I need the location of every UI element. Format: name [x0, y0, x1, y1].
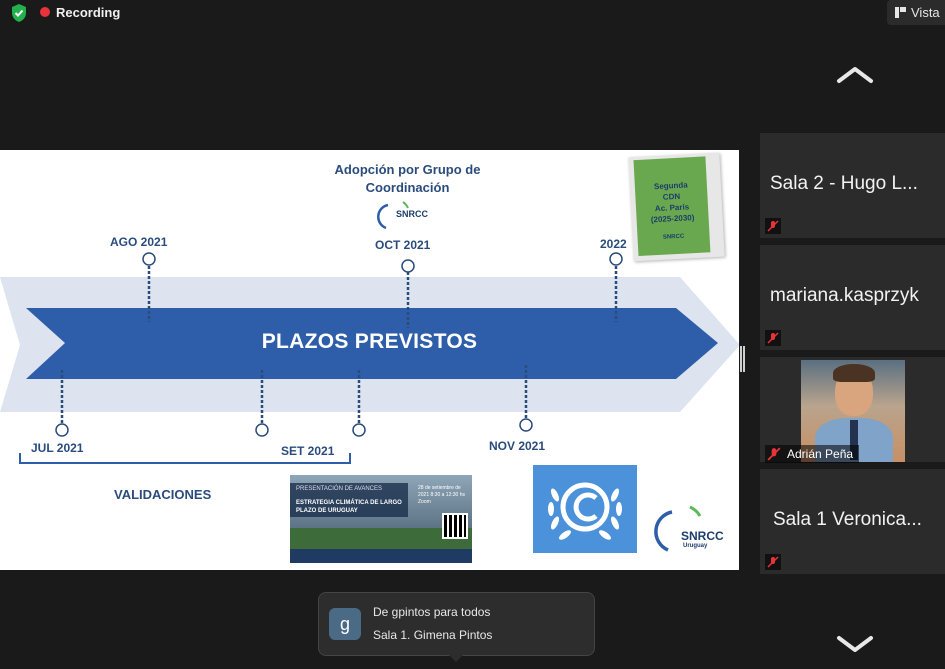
milestone-ago-2021: AGO 2021 [110, 235, 168, 249]
participant-name: mariana.kasprzyk [770, 285, 919, 306]
validations-label: VALIDACIONES [114, 487, 212, 502]
milestone-set-2021: SET 2021 [281, 444, 335, 458]
participant-video-tile[interactable]: Adrián Peña [760, 357, 945, 463]
shared-slide[interactable]: Adopción por Grupo de Coordinación SNRCC… [0, 150, 739, 570]
chat-header: De gpintos para todos [373, 605, 491, 619]
flyer-kicker: PRESENTACIÓN DE AVANCES [296, 486, 383, 492]
participant-name: Sala 2 - Hugo L... [770, 173, 918, 194]
slide-title: PLAZOS PREVISTOS [261, 330, 478, 353]
record-dot-icon [40, 7, 50, 17]
chat-avatar: g [329, 608, 361, 640]
flyer-title: ESTRATEGIA CLIMÁTICA DE LARGO PLAZO DE U… [296, 500, 402, 514]
recording-indicator[interactable]: Recording [40, 3, 120, 21]
participant-tile[interactable]: Sala 1 Veronica... [760, 469, 945, 574]
view-grid-icon [895, 7, 906, 18]
cdn-document-thumbnail: Segunda CDN Ac. París (2025-2030) SNRCC [628, 152, 725, 262]
view-button-label: Vista [911, 5, 940, 20]
timeline-graphic [0, 201, 739, 552]
chevron-down-icon[interactable] [836, 633, 874, 655]
book-line: (2025-2030) [650, 213, 695, 225]
adoption-label: Adopción por Grupo de Coordinación [334, 162, 481, 195]
participant-tile[interactable]: Sala 2 - Hugo L... [760, 133, 945, 238]
mic-muted-icon [765, 218, 781, 234]
shield-check-icon[interactable] [8, 2, 30, 24]
mic-muted-icon [767, 447, 781, 461]
chat-notification[interactable]: g De gpintos para todos Sala 1. Gimena P… [318, 592, 595, 662]
qr-code-icon [442, 513, 468, 539]
milestone-2022: 2022 [600, 237, 627, 251]
chat-message: Sala 1. Gimena Pintos [373, 628, 493, 642]
participant-tile[interactable]: mariana.kasprzyk [760, 245, 945, 350]
unfccc-logo [533, 465, 637, 553]
mic-muted-icon [765, 554, 781, 570]
view-button[interactable]: Vista [887, 0, 945, 25]
milestone-jul-2021: JUL 2021 [31, 441, 84, 455]
panel-resize-handle[interactable] [740, 346, 745, 372]
chevron-up-icon[interactable] [836, 64, 874, 86]
snrcc-logo-sub: Uruguay [683, 543, 708, 549]
snrcc-logo-bottom: SNRCC [681, 529, 724, 543]
recording-label: Recording [56, 4, 121, 20]
participant-caption: Adrián Peña [765, 445, 860, 463]
milestone-oct-2021: OCT 2021 [375, 238, 431, 252]
flyer-date: 28 de setiembre de 2021 8:30 a 12:30 hs … [418, 485, 465, 505]
milestone-nov-2021: NOV 2021 [489, 439, 546, 453]
book-logo: SNRCC [662, 233, 685, 241]
snrcc-logo-top: SNRCC [396, 209, 429, 219]
participant-name: Adrián Peña [787, 447, 854, 461]
participant-name: Sala 1 Veronica... [773, 509, 922, 530]
mic-muted-icon [765, 330, 781, 346]
event-flyer-image: PRESENTACIÓN DE AVANCES ESTRATEGIA CLIMÁ… [290, 475, 472, 563]
